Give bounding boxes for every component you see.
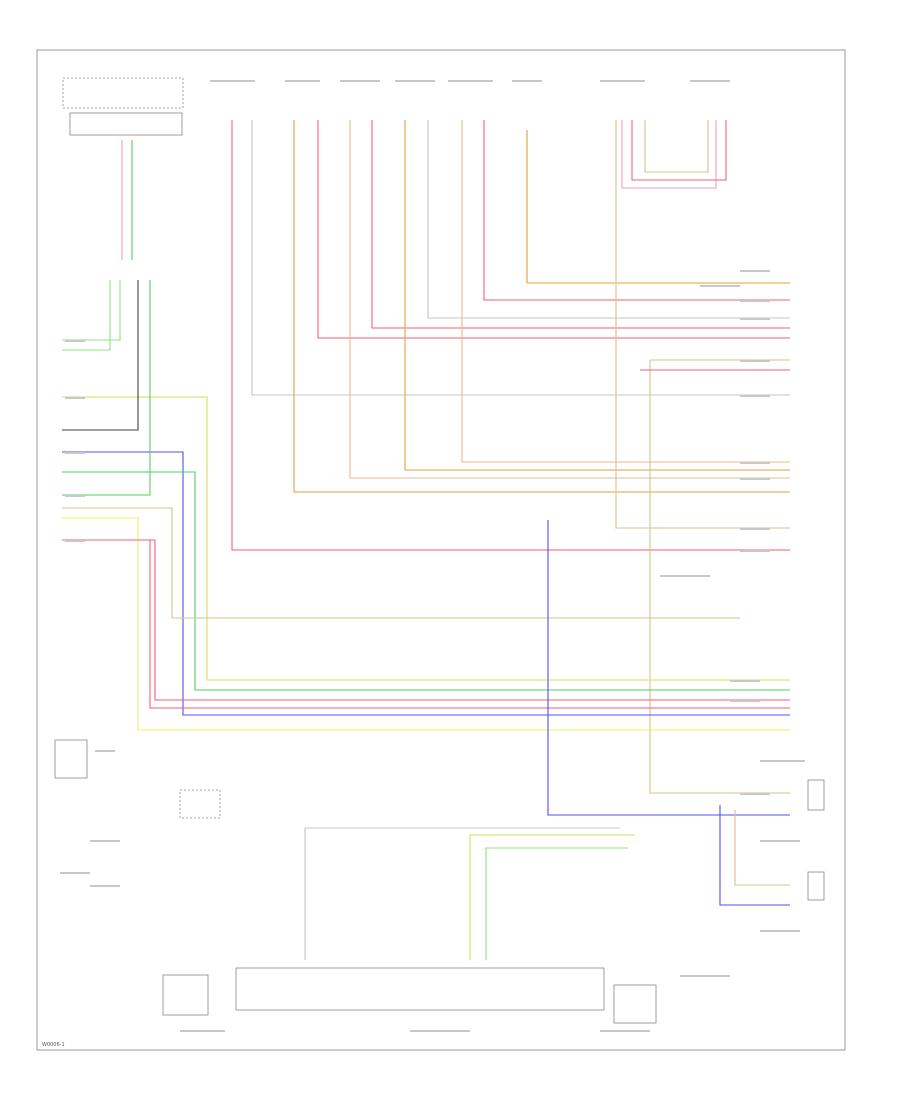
wire-red-3 xyxy=(371,120,790,329)
wire-green-2 xyxy=(62,280,151,496)
pin-label-right-9 xyxy=(740,550,770,552)
pin-label-right-12 xyxy=(730,700,760,702)
diagram-frame xyxy=(36,49,846,1051)
pin-label-right-2 xyxy=(740,300,770,302)
wire-yellow-1 xyxy=(62,517,790,731)
pin-label-right-8 xyxy=(740,528,770,530)
wire-tan-4 xyxy=(644,120,709,173)
component-bottom-left xyxy=(162,974,209,1016)
component-label-top-3 xyxy=(395,80,435,82)
pin-label-right-10 xyxy=(660,575,710,577)
wire-green-1 xyxy=(62,471,790,691)
wire-tan-8 xyxy=(734,810,790,886)
component-top-left-b xyxy=(69,112,183,136)
pin-label-right-5 xyxy=(740,395,770,397)
pin-label-right-6 xyxy=(740,462,770,464)
wire-blue-2 xyxy=(547,520,790,816)
pin-label-left-1 xyxy=(65,397,85,399)
wire-orange-2 xyxy=(404,120,790,471)
component-label-top-7 xyxy=(690,80,730,82)
component-label-bottom-2 xyxy=(600,1030,650,1032)
pin-label-right-7 xyxy=(740,478,770,480)
wire-red-2 xyxy=(317,120,790,339)
pin-label-left-2 xyxy=(65,452,85,454)
component-top-left-a xyxy=(62,77,184,109)
pin-label-right-1 xyxy=(740,270,770,272)
component-left-small xyxy=(179,789,221,819)
wire-red-5 xyxy=(631,120,727,181)
wire-orange-3 xyxy=(526,130,790,284)
component-label-bottom-3 xyxy=(680,975,730,977)
pin-label-left-7 xyxy=(60,872,90,874)
connector-right-module-a xyxy=(807,779,825,811)
wire-red-8 xyxy=(62,539,790,709)
pin-label-right-11 xyxy=(730,680,760,682)
wire-yg-2 xyxy=(469,834,635,960)
component-label-top-4 xyxy=(448,80,493,82)
pin-label-left-8 xyxy=(90,885,120,887)
pin-label-right-0 xyxy=(700,285,740,287)
pin-label-left-4 xyxy=(65,540,85,542)
component-label-top-2 xyxy=(340,80,380,82)
pin-label-left-3 xyxy=(65,495,85,497)
pin-label-left-0 xyxy=(65,340,85,342)
wire-yg-1 xyxy=(62,396,790,681)
pin-label-right-13 xyxy=(740,793,770,795)
component-label-top-1 xyxy=(285,80,320,82)
wire-black-1 xyxy=(62,280,139,431)
wire-gray-3 xyxy=(304,827,620,960)
component-left-square xyxy=(54,739,88,779)
component-label-bottom-6 xyxy=(760,930,800,932)
wire-tan-3 xyxy=(615,120,790,529)
component-label-top-5 xyxy=(512,80,542,82)
wire-tan-2 xyxy=(461,120,790,463)
pin-label-right-4 xyxy=(740,360,770,362)
wire-red-4 xyxy=(483,120,790,301)
label-layer xyxy=(60,80,805,1032)
connector-right-module-b xyxy=(807,871,825,901)
wire-gray-2 xyxy=(427,120,790,319)
wire-pink-1 xyxy=(621,120,717,189)
wire-blue-3 xyxy=(719,805,790,906)
wire-red-1 xyxy=(231,120,790,551)
component-layer xyxy=(54,77,825,1024)
wire-lg-2 xyxy=(62,280,111,351)
wire-orange-1 xyxy=(293,120,790,493)
component-label-top-6 xyxy=(600,80,645,82)
wire-lg-1 xyxy=(62,280,121,341)
connector-bottom-right xyxy=(613,984,657,1024)
component-label-bottom-1 xyxy=(180,1030,225,1032)
connector-bottom-center xyxy=(235,967,605,1011)
wire-lg-3 xyxy=(485,847,628,960)
page-code: W0006-1 xyxy=(42,1042,65,1048)
component-label-bottom-4 xyxy=(760,760,805,762)
pin-label-left-6 xyxy=(90,840,120,842)
pin-label-right-3 xyxy=(740,318,770,320)
wire-tan-1 xyxy=(349,120,790,479)
pin-label-left-5 xyxy=(95,750,115,752)
wire-layer xyxy=(62,120,790,960)
wire-blue-1 xyxy=(62,451,790,716)
wire-tan-7 xyxy=(62,507,740,619)
wire-gray-1 xyxy=(251,120,790,396)
component-label-top-0 xyxy=(210,80,255,82)
wire-red-7 xyxy=(62,539,790,701)
component-label-bottom-0 xyxy=(410,1030,470,1032)
component-label-bottom-5 xyxy=(760,840,800,842)
